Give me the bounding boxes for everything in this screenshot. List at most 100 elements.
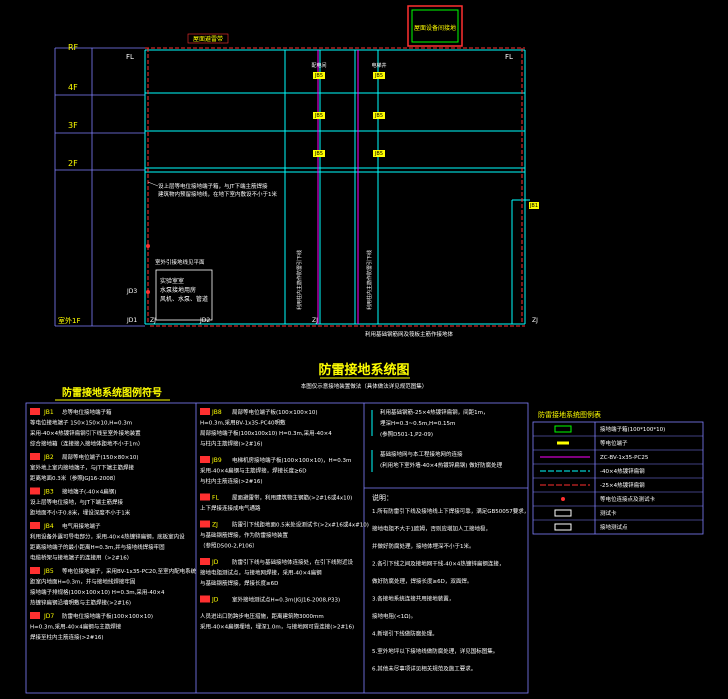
legend-left-line: 采用-40×4热镀锌扁钢引下线至室外接地装置 <box>30 429 141 437</box>
legend-left-code: JB3 <box>43 489 54 496</box>
legend-mid-symbol <box>200 456 210 463</box>
riser-label-1: 利用柱内主筋作防雷引下线 <box>296 250 303 310</box>
note-line: 接地电阻(<1Ω)。 <box>372 612 416 620</box>
legend-left-line: 等电位接地端子 150×150×10,H=0.3m <box>30 419 132 427</box>
riser-top-label-2: 电梯井 <box>371 62 386 69</box>
jb-tag-2: JB5 <box>374 73 383 79</box>
note-line: 6.其他未尽事项详见相关规范及施工要求。 <box>372 665 476 673</box>
note-line: 并做好防腐处理，接地体埋深不小于1米。 <box>372 542 475 550</box>
table-row-label: -25×4热镀锌扁钢 <box>600 481 645 489</box>
note-line: 3.各接地系统连接共用接地装置， <box>372 595 454 603</box>
legend-left-line: 距离接地端子的最小距离H=0.3m,并与接地线焊接牢固 <box>30 543 165 551</box>
tag-jd3: JD3 <box>126 288 137 295</box>
legend-mid-line: 屋面避雷带，利用建筑物主钢筋(>2#16或4x10) <box>232 494 352 502</box>
legend-mid-line: 防雷引下线与基础接地体连接处，在引下线附近设 <box>232 558 354 566</box>
legend-mid-line: 局部等电位端子板(100×100×10) <box>232 408 318 416</box>
ground-point-left <box>146 290 150 294</box>
legend-left-symbol <box>30 408 40 415</box>
legend-right-line: (参照D501-1,P2-09) <box>380 430 433 438</box>
legend-left-code: JB4 <box>43 523 54 530</box>
table-row-label: 接地端子箱(100*100*10) <box>600 425 665 433</box>
legend-mid-line: 局部接地端子板(100x100x10) H=0.3m,采用-40×4 <box>200 429 332 437</box>
note-line: 接地电阻不大于1欧姆，否则应增加人工接地极， <box>372 525 491 533</box>
table-symbol <box>557 441 569 445</box>
legend-left-line: 距地面不小于0.8米，埋设深度不小于1米 <box>30 509 131 517</box>
tag-zj-left: ZJ <box>150 317 156 324</box>
legend-mid-line: 人员进出口防跨步电压措施，距离建筑物3000mm <box>200 612 324 620</box>
legend-left-symbol <box>30 453 40 460</box>
ground-point-mid <box>146 244 150 248</box>
legend-left-line: 接地端子(-40×4扁钢) <box>62 488 116 496</box>
jb-tag-3: JB5 <box>314 113 323 119</box>
legend-mid-symbol <box>200 493 210 501</box>
jb-tag-4: JB5 <box>374 113 383 119</box>
note-line: 1.所有防雷引下线及接地线上下焊接可靠，满足GB50057要求， <box>372 507 529 515</box>
legend-mid-line: 与基础钢筋焊接，焊接长度≥6D <box>200 579 278 587</box>
legend-mid-code: FL <box>212 495 219 502</box>
legend-mid-line: 上下焊接连接成电气通路 <box>200 504 261 512</box>
floor-label-4f: 4F <box>68 83 78 92</box>
top-box-label: 屋面设备间接地 <box>414 24 456 32</box>
roof-strip <box>145 47 525 327</box>
legend-mid-symbol <box>200 558 210 565</box>
legend-left-line: 电气用接地端子 <box>62 522 101 530</box>
legend-left-line: H=0.3m,采用-40×4扁钢与主筋焊接 <box>30 623 122 631</box>
legend-left-line: 接地端子排规格(100×100×10) H=0.3m,采用-40×4 <box>30 588 165 596</box>
legend-left-line: 电缆桥架与接地端子的连接用（>2#16） <box>30 554 132 562</box>
note-2f-b: 建筑物内预留接地线，在地下室内敷设不小于1米 <box>158 190 278 198</box>
legend-left-symbol <box>30 487 40 495</box>
jb-right-box <box>529 202 539 209</box>
legend-mid-line: 防雷引下线距地面0.5米处设测试卡(>2x#16或4x#10) <box>232 521 369 529</box>
legend-mid-line: 与柱内主筋连接(>2#16) <box>200 477 263 485</box>
legend-mid-line: 采用-40×4扁钢与主筋焊接，焊接长度≥6D <box>200 467 306 475</box>
legend-right-line: 基础接地网与本工程接地网的连接 <box>380 450 463 458</box>
tag-zj-mid: ZJ <box>312 317 318 324</box>
legend-mid-symbol <box>200 520 210 528</box>
legend-mid-line: 电梯机房接地端子板(100×100×10)，H=0.3m <box>232 456 351 464</box>
tag-jd1: JD1 <box>126 317 137 324</box>
legend-mid-line: 采用-40×4扁钢埋地，埋深1.0m，与接地网可靠连接(>2#16) <box>200 623 354 631</box>
legend-mid-code: JB8 <box>211 409 222 416</box>
table-symbol <box>561 497 565 501</box>
fl-left-tag: FL <box>126 53 134 61</box>
legend-left-line: 等电位接地端子，采用BV-1x35-PC20,至室内配电系统 <box>62 567 197 575</box>
legend-mid-line: 接地电阻测试点，与接地网焊接，采用-40×4扁钢 <box>200 569 322 577</box>
riser-label-2: 利用柱内主筋作防雷引下线 <box>366 250 373 310</box>
table-row-label: 接地测试点 <box>600 523 628 531</box>
legend-mid-code: JD <box>211 559 219 566</box>
table-row-label: ZC-BV-1x35-PC25 <box>600 455 649 461</box>
legend-right-line: (利用地下室外墙-40×4热镀锌扁钢) 做好防腐处理 <box>380 461 503 469</box>
table-symbol <box>554 509 572 517</box>
legend-mid-code: JB9 <box>211 457 222 464</box>
table-title: 防雷接地系统图例表 <box>538 410 601 419</box>
jb-tag-1: JB5 <box>314 73 323 79</box>
legend-left-line: 利用设备外露可导电部分，采用-40×4热镀锌扁钢，底板室内设 <box>30 533 185 541</box>
jb-tag-6: JB5 <box>374 151 383 157</box>
legend-left-line: 设上层等电位接地，与JT下端主筋焊接 <box>30 498 123 506</box>
legend-left-symbol <box>30 567 40 574</box>
table-row-label: 等电位端子 <box>600 439 628 447</box>
table-symbol <box>554 523 572 531</box>
table-row-label: -40×4热镀锌扁钢 <box>600 467 645 475</box>
riser-magenta <box>317 50 359 324</box>
table-symbol <box>554 425 572 433</box>
riser-top-label-1: 配电间 <box>311 62 326 69</box>
legend-right-top: 利用基础钢筋-25×4热镀锌扁钢，间距1m，埋深H=0.3~0.5m,H=0.1… <box>380 408 503 469</box>
tag-jd2: JD2 <box>199 317 210 324</box>
table-row-label: 测试卡 <box>600 509 617 517</box>
table-row-label: 等电位连接点及测试卡 <box>600 495 656 503</box>
roof-strip-label: 屋面避雷带 <box>193 35 223 43</box>
note-mid: 室外引接地线见平面 <box>155 258 205 266</box>
legend-left-code: JD7 <box>43 613 54 620</box>
legend-left-line: 局部等电位端子(150×80×10) <box>62 453 139 461</box>
legend-left-code: JB2 <box>43 454 54 461</box>
ground-note: 利用基础钢筋网及筏板主筋作接地体 <box>365 330 454 338</box>
main-subtitle: 本图仅示意接地装置做法（具体做法详见规范图集） <box>301 382 428 390</box>
legend-left-line: 焊接至柱内主筋连接(>2#16) <box>30 633 104 641</box>
note-line: 4.新增引下线做防腐处理。 <box>372 630 438 638</box>
legend-left-code: JB5 <box>43 568 54 575</box>
legend-mid-line: 与柱内主筋焊接(>2#16) <box>200 440 263 448</box>
